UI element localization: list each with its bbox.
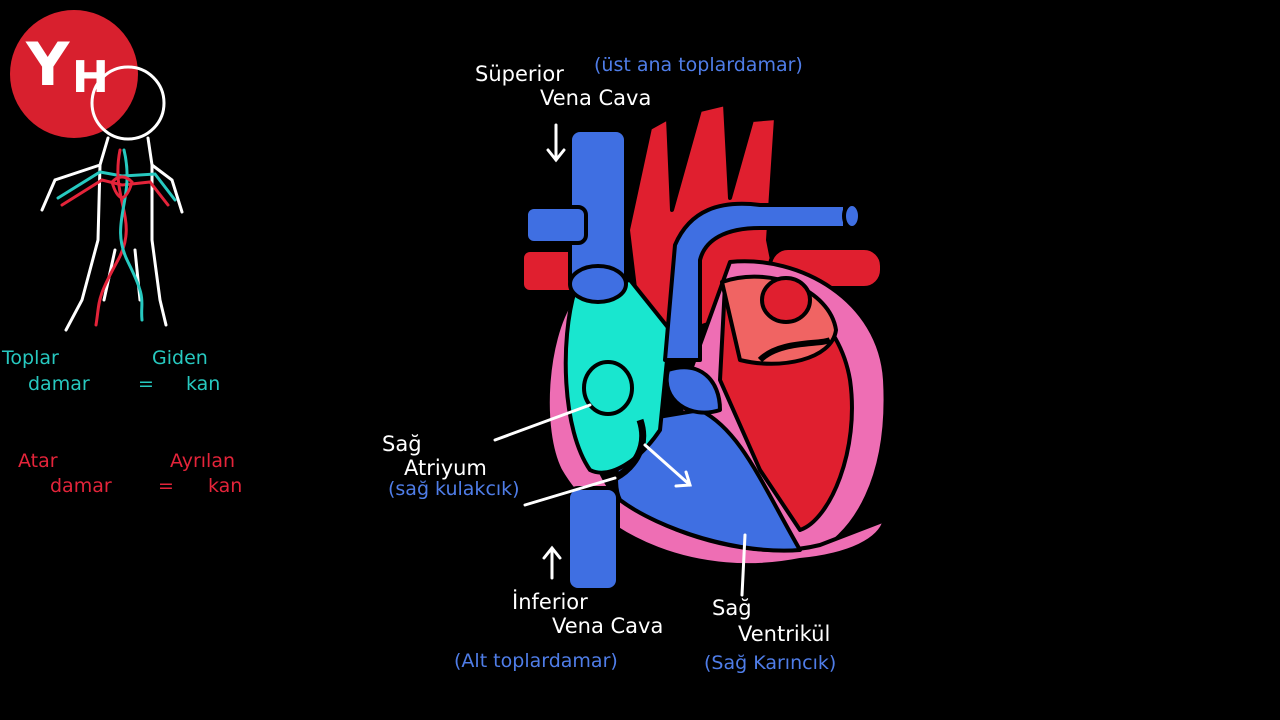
label-atrium-line2: Atriyum xyxy=(404,456,487,480)
heart-illustration xyxy=(520,102,888,592)
legend-vein-equals: = xyxy=(138,373,154,395)
logo-letter-y: Y xyxy=(26,30,70,100)
label-ventricle-line1: Sağ xyxy=(712,596,752,620)
label-atrium-line1: Sağ xyxy=(382,432,422,456)
legend-vein-result2: kan xyxy=(186,373,221,395)
stick-figure xyxy=(40,65,184,332)
label-superior-line1: Süperior xyxy=(475,62,564,86)
legend-vein-word1: Toplar xyxy=(2,347,59,369)
label-atrium-translation: (sağ kulakcık) xyxy=(388,478,520,500)
legend-vein-word2: damar xyxy=(28,373,90,395)
legend-artery-word1: Atar xyxy=(18,450,58,472)
label-superior-line2: Vena Cava xyxy=(540,86,652,110)
channel-logo: Y H xyxy=(10,10,138,138)
label-inferior-line2: Vena Cava xyxy=(552,614,664,638)
label-ventricle-line2: Ventrikül xyxy=(738,622,831,646)
label-inferior-line1: İnferior xyxy=(512,590,588,614)
label-inferior-translation: (Alt toplardamar) xyxy=(454,650,618,672)
label-superior-translation: (üst ana toplardamar) xyxy=(594,54,803,76)
annotation-lines xyxy=(493,123,747,597)
label-ventricle-translation: (Sağ Karıncık) xyxy=(704,652,837,674)
legend-artery-result1: Ayrılan xyxy=(170,450,236,472)
legend-artery-word2: damar xyxy=(50,475,112,497)
legend-vein-result1: Giden xyxy=(152,347,208,369)
legend-artery-equals: = xyxy=(158,475,174,497)
legend-artery-result2: kan xyxy=(208,475,243,497)
